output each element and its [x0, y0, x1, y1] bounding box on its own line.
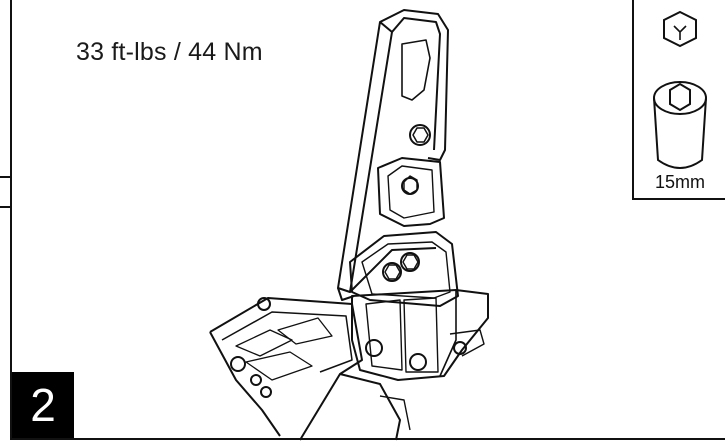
hex-bolt-head-icon [663, 10, 697, 48]
socket-icon [653, 81, 707, 169]
page-frame-left [10, 0, 12, 440]
page-frame-bottom [10, 438, 725, 440]
tool-callout-box: 15mm [632, 0, 725, 200]
socket-size-label: 15mm [654, 172, 705, 192]
step-number: 2 [30, 379, 56, 431]
torque-spec: 33 ft-lbs / 44 Nm [76, 38, 263, 66]
frame-tick [0, 176, 10, 178]
step-number-badge: 2 [12, 372, 74, 438]
frame-tick [0, 206, 10, 208]
